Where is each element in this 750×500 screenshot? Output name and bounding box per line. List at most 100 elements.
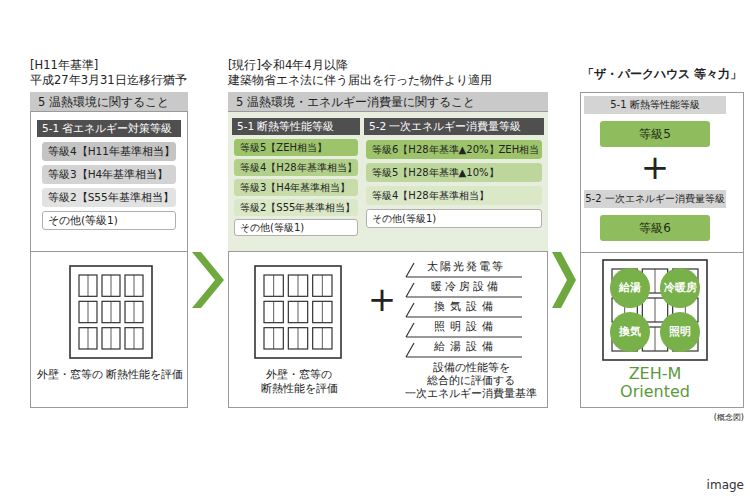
grade-group: 等級6【H28年基準▲20%】ZEH相当等級5【H28年基準▲10%】等級4【H… — [364, 118, 544, 244]
equipment-circle: 冷暖房 — [660, 268, 700, 308]
window — [125, 301, 143, 322]
node-text: [H11年基準] — [30, 58, 188, 73]
node-text: その他(等級1) — [367, 210, 541, 227]
grade-box: 等級5 — [600, 121, 710, 147]
node-text: 「ザ・パークハウス 等々力」 — [580, 58, 744, 82]
window-bar — [273, 301, 274, 322]
node-text: 給湯 — [619, 281, 641, 295]
node-text: 平成27年3月31日迄移行猶予 — [30, 73, 188, 88]
node-text: 建築物省エネ法に伴う届出を行った物件より適用 — [228, 73, 548, 88]
window — [288, 328, 307, 349]
grade-group: 等級4【H11年基準相当】等級3【H4年基準相当】等級2【S55年基準相当】その… — [37, 120, 181, 242]
node-text: 等級5【H28年基準▲10%】 — [367, 164, 541, 181]
equipment-item: 給湯設備 — [414, 340, 518, 354]
node-text: 5 温熱環境・エネルギー消費量に関すること — [228, 92, 548, 112]
grade-box: その他(等級1) — [366, 209, 542, 228]
node-text: その他(等級1) — [235, 220, 357, 235]
node-text: 等級2【S55年基準相当】 — [235, 200, 357, 215]
window-bar — [655, 269, 656, 293]
node-text: 等級3【H4年基準相当】 — [43, 166, 175, 183]
node-text: 換気 — [619, 325, 641, 339]
result-panel: 等級5 5-1 断熱等性能等級等級6 5-2 一次エネルギー消費量等級給湯 冷暖房換気… — [580, 58, 744, 408]
equipment-item: 暖冷房設備 — [414, 280, 518, 294]
building-icon — [70, 266, 152, 358]
window-bar — [111, 275, 112, 296]
grade-box: 等級6【H28年基準▲20%】ZEH相当 — [366, 140, 542, 159]
window-bar — [298, 301, 299, 322]
equipment-marks — [406, 263, 522, 357]
section-box: 等級4【H11年基準相当】等級3【H4年基準相当】等級2【S55年基準相当】その… — [30, 92, 188, 252]
building-icon — [255, 266, 341, 358]
node-text: 等級5【ZEH相当】 — [235, 140, 357, 155]
window-bar — [88, 301, 89, 322]
window-bar — [322, 275, 323, 296]
window — [79, 301, 97, 322]
window — [313, 301, 332, 322]
window-bar — [273, 275, 274, 296]
building-outline — [255, 266, 341, 358]
equipment-item: 太陽光発電等 — [414, 260, 518, 274]
window-bar — [88, 275, 89, 296]
brand-mark: ZEH-M Oriented — [590, 365, 720, 402]
window-bar — [298, 328, 299, 349]
window-bar — [134, 328, 135, 349]
window — [79, 328, 97, 349]
grade-box: 等級3【H4年基準相当】 — [42, 165, 176, 184]
section-box: 等級5【ZEH相当】等級4【H28年基準相当】等級3【H4年基準相当】等級2【S… — [228, 92, 548, 252]
grade-box: 等級3【H4年基準相当】 — [234, 179, 358, 196]
window — [288, 275, 307, 296]
plus-sign: + — [364, 282, 400, 316]
window-bar — [111, 328, 112, 349]
node-text: 5-2 一次エネルギー消費量等級 — [584, 190, 726, 208]
grade-box: 等級4【H28年基準相当】 — [366, 186, 542, 205]
grade-box: その他(等級1) — [42, 211, 176, 230]
panel-frame — [30, 92, 188, 408]
window — [313, 328, 332, 349]
node-text: 照明 — [669, 325, 691, 339]
window-bar — [88, 328, 89, 349]
chevron-arrow — [552, 252, 576, 308]
window — [79, 275, 97, 296]
node-text: 等級5 — [600, 121, 710, 147]
window — [102, 275, 120, 296]
window — [125, 328, 143, 349]
window — [288, 301, 307, 322]
building-outline — [603, 260, 707, 360]
window — [264, 275, 283, 296]
grade-box: 等級4【H11年基準相当】 — [42, 142, 176, 161]
window — [102, 301, 120, 322]
caption-text: 外壁・窓等の 断熱性能を評価 — [35, 368, 185, 382]
grade-group: 等級5【ZEH相当】等級4【H28年基準相当】等級3【H4年基準相当】等級2【S… — [232, 118, 360, 244]
note-text: (概念図) — [688, 413, 744, 423]
grade-box: その他(等級1) — [234, 219, 358, 236]
window-bar — [322, 301, 323, 322]
node-text: 5-2 一次エネルギー消費量等級 — [364, 118, 544, 135]
node-text: 等級2【S55年基準相当】 — [43, 189, 175, 206]
node-text: 等級6【H28年基準▲20%】ZEH相当 — [367, 141, 541, 158]
window-bar — [655, 298, 656, 322]
equipment-circle: 換気 — [610, 312, 650, 352]
comparison-panel: 等級4【H11年基準相当】等級3【H4年基準相当】等級2【S55年基準相当】その… — [30, 58, 188, 408]
window-bar — [298, 275, 299, 296]
node-text: 5-1 断熱等性能等級 — [584, 96, 726, 114]
window-bar — [655, 327, 656, 351]
node-text: 5 温熱環境に関すること — [30, 92, 188, 112]
comparison-panel: 等級5【ZEH相当】等級4【H28年基準相当】等級3【H4年基準相当】等級2【S… — [228, 58, 548, 408]
grade-box: 等級4【H28年基準相当】 — [234, 159, 358, 176]
window — [102, 328, 120, 349]
section-divider — [580, 252, 744, 253]
plus-sign: + — [637, 150, 673, 184]
node-text: [現行]令和4年4月以降 — [228, 58, 548, 73]
grade-group: 等級6 5-2 一次エネルギー消費量等級 — [584, 190, 726, 246]
node-text: 等級6 — [600, 215, 710, 241]
equipment-item: 照明設備 — [414, 320, 518, 334]
watermark: image — [690, 478, 744, 494]
grade-group: 等級5 5-1 断熱等性能等級 — [584, 96, 726, 152]
window-bar — [111, 301, 112, 322]
grade-box: 等級5【ZEH相当】 — [234, 139, 358, 156]
grade-box: 等級6 — [600, 215, 710, 241]
window — [313, 275, 332, 296]
window-bar — [273, 328, 274, 349]
caption-text: 設備の性能等を 総合的に評価する 一次エネルギー消費量基準 — [398, 361, 544, 399]
